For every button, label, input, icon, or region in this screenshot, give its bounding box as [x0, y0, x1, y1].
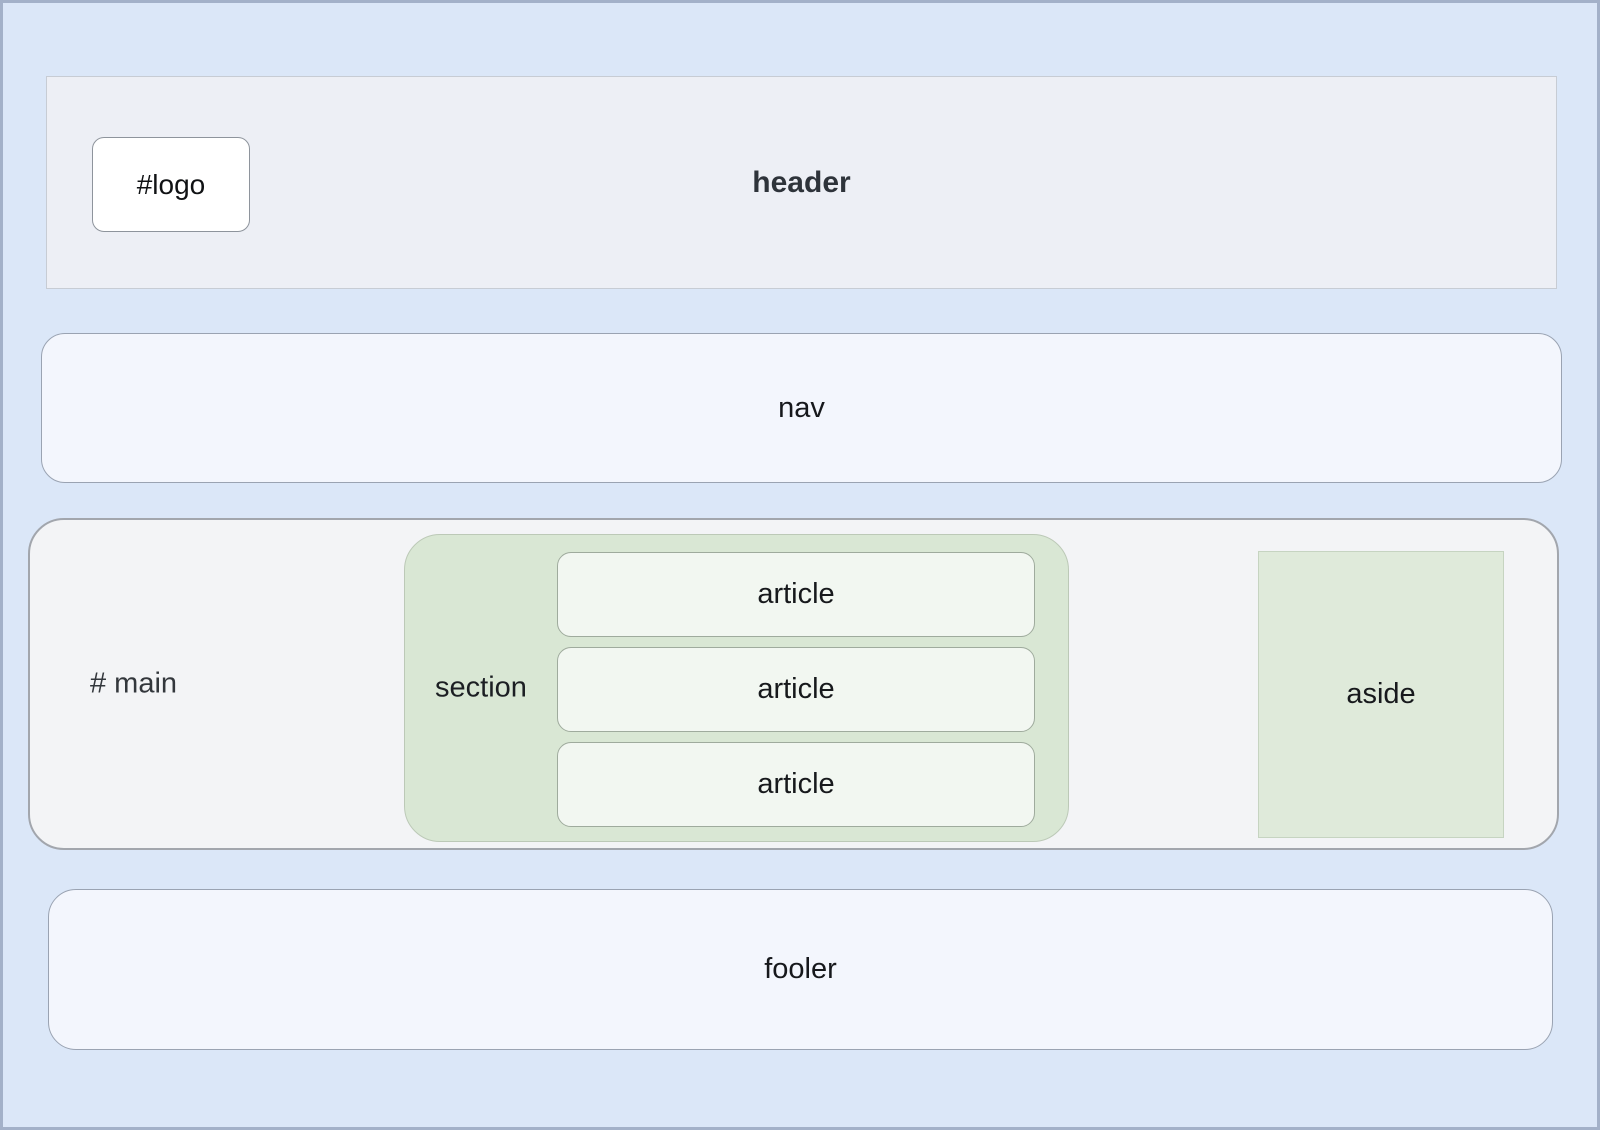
section-box: section article article article [404, 534, 1069, 842]
article-list: article article article [557, 552, 1035, 827]
aside-box: aside [1258, 551, 1504, 838]
main-label: # main [90, 667, 178, 700]
article-box: article [557, 742, 1035, 827]
section-label: section [435, 671, 527, 704]
article-box: article [557, 552, 1035, 637]
logo-box: #logo [92, 137, 250, 232]
main-box: # main section article article article a… [28, 518, 1559, 850]
article-label: article [757, 673, 835, 705]
article-label: article [757, 578, 835, 610]
header-label: header [752, 165, 851, 199]
footer-box: fooler [48, 889, 1553, 1050]
footer-label: fooler [764, 953, 837, 985]
aside-label: aside [1346, 678, 1416, 710]
article-box: article [557, 647, 1035, 732]
logo-label: #logo [136, 168, 206, 200]
article-label: article [757, 768, 835, 800]
header-box: #logo header [46, 76, 1557, 289]
nav-box: nav [41, 333, 1562, 483]
nav-label: nav [778, 391, 825, 424]
